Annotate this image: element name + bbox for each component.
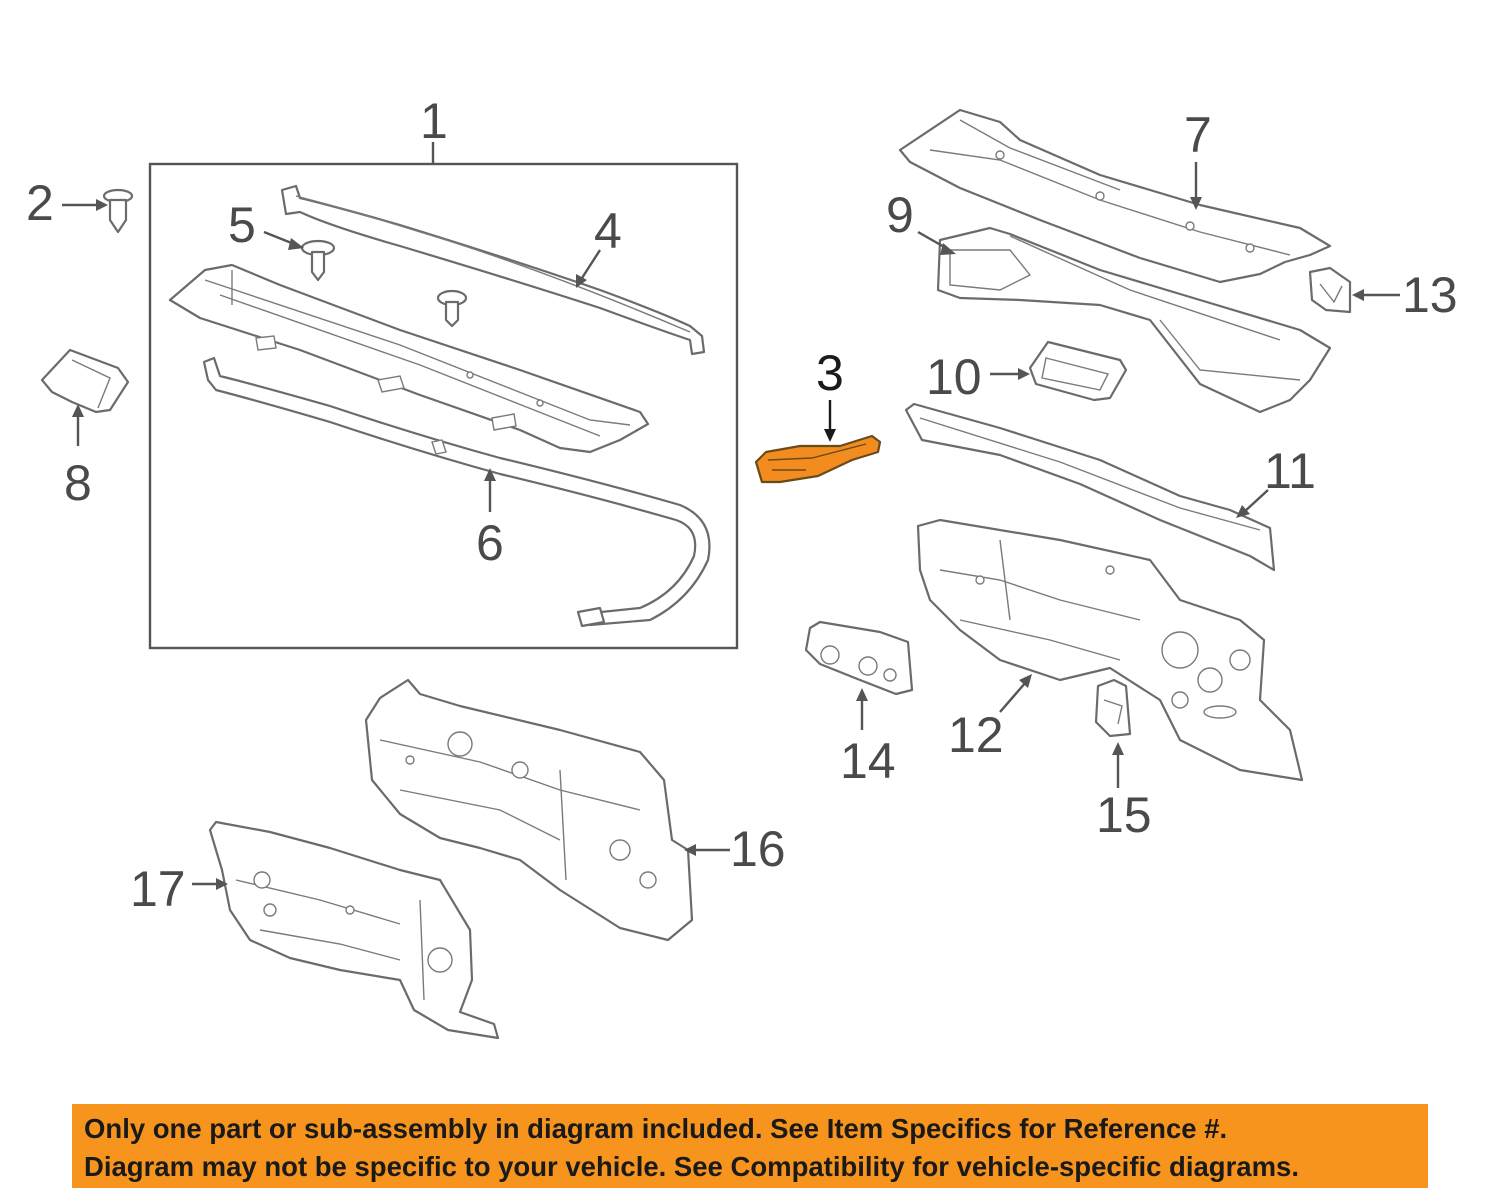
- callout-5: 5: [228, 197, 256, 253]
- callout-8: 8: [64, 455, 92, 511]
- part-11-dash-reinforcement[interactable]: [904, 402, 1276, 572]
- part-2-bolt[interactable]: [102, 188, 134, 234]
- part-13-bracket[interactable]: [1308, 266, 1352, 314]
- part-15-bracket[interactable]: [1094, 678, 1132, 738]
- assembly-box-1: [148, 162, 739, 650]
- part-10-filter-cover[interactable]: [1028, 340, 1128, 402]
- disclaimer-line-1: Only one part or sub-assembly in diagram…: [84, 1113, 1228, 1144]
- callout-15: 15: [1096, 787, 1152, 843]
- part-9-cowl-vent-panel[interactable]: [936, 226, 1332, 414]
- part-3-highlighted-bracket[interactable]: [754, 434, 882, 484]
- callout-1: 1: [420, 93, 448, 149]
- callout-14: 14: [840, 733, 896, 789]
- part-5-push-clip-secondary[interactable]: [436, 289, 468, 328]
- part-6-washer-hose-lower[interactable]: [202, 356, 711, 628]
- callout-7: 7: [1184, 107, 1212, 163]
- callout-4: 4: [594, 203, 622, 259]
- callout-11: 11: [1264, 443, 1316, 499]
- callout-12: 12: [948, 707, 1004, 763]
- callout-6: 6: [476, 515, 504, 571]
- callout-16: 16: [730, 821, 786, 877]
- part-4-washer-hose-upper[interactable]: [280, 184, 706, 356]
- part-5-push-clip[interactable]: [300, 239, 336, 282]
- part-1-cowl-grille-assembly[interactable]: [168, 263, 650, 454]
- part-14-side-bracket[interactable]: [804, 620, 914, 696]
- callout-9: 9: [886, 187, 914, 243]
- part-12-dash-panel[interactable]: [916, 518, 1304, 782]
- part-16-dash-insulator[interactable]: [364, 678, 694, 942]
- callout-13: 13: [1402, 267, 1458, 323]
- callout-2: 2: [26, 175, 54, 231]
- part-17-lower-insulator[interactable]: [208, 820, 500, 1040]
- disclaimer-line-2: Diagram may not be specific to your vehi…: [84, 1151, 1299, 1182]
- callout-17: 17: [130, 861, 186, 917]
- part-7-cowl-top-panel[interactable]: [898, 108, 1332, 284]
- callout-3: 3: [816, 345, 844, 401]
- part-8-bracket[interactable]: [40, 348, 130, 414]
- disclaimer-banner: Only one part or sub-assembly in diagram…: [72, 1104, 1428, 1188]
- callout-10: 10: [926, 349, 982, 405]
